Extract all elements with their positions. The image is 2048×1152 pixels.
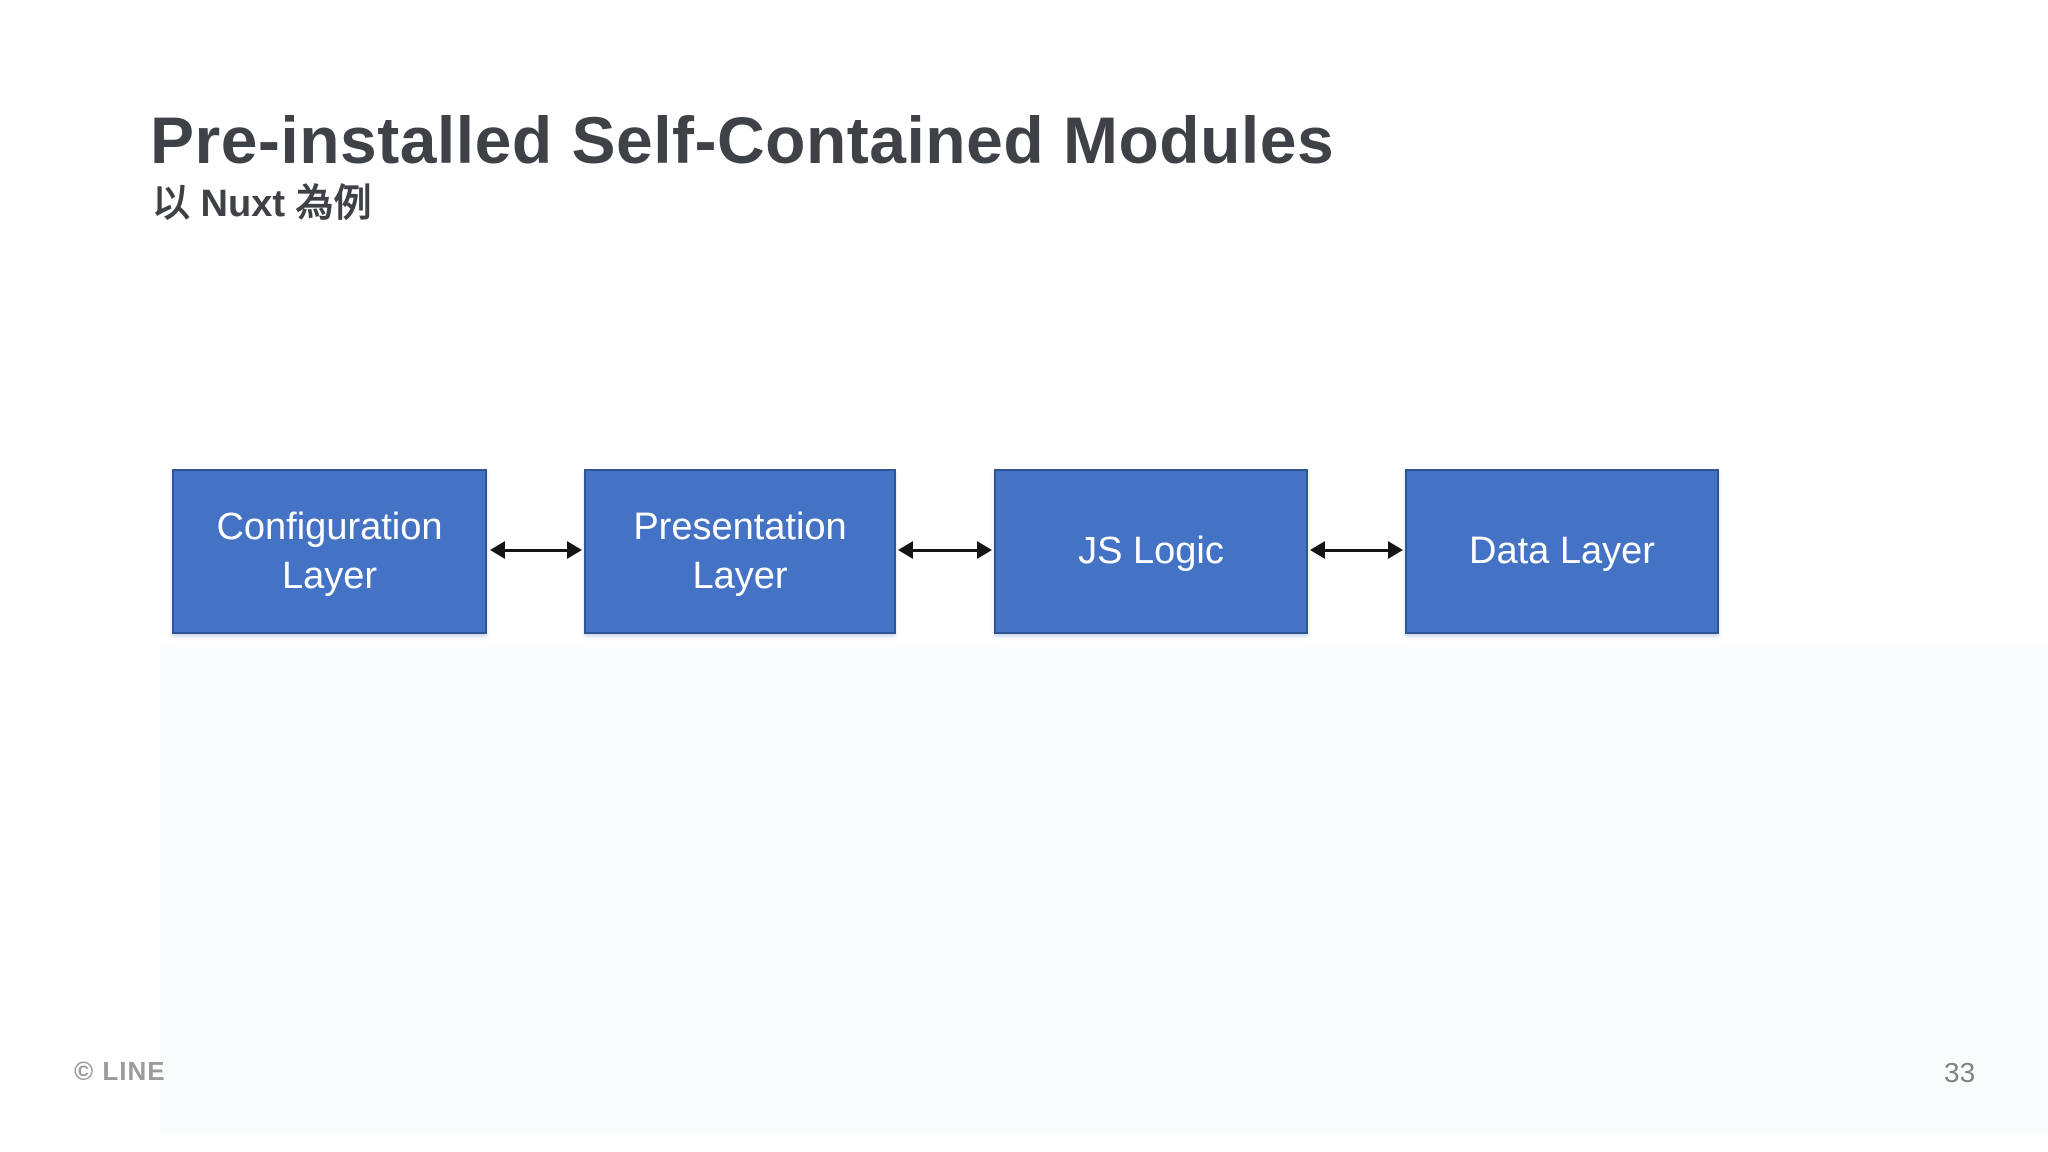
diagram-node-label: Data Layer — [1469, 530, 1655, 573]
background-panel — [160, 647, 2048, 1133]
diagram-node-configuration-layer: Configuration Layer — [172, 469, 487, 634]
arrowhead-right-icon — [567, 541, 582, 559]
diagram-node-label: Configuration Layer — [216, 505, 443, 597]
arrowhead-left-icon — [898, 541, 913, 559]
page-number: 33 — [1944, 1057, 1976, 1088]
diagram-node-js-logic: JS Logic — [994, 469, 1308, 634]
bidirectional-arrow-presentation-jslogic — [898, 539, 992, 561]
diagram-node-label: JS Logic — [1078, 530, 1224, 573]
arrow-line — [505, 548, 567, 552]
slide-subtitle: 以 Nuxt 為例 — [152, 183, 372, 225]
arrow-line — [1325, 548, 1388, 552]
arrowhead-left-icon — [1310, 541, 1325, 559]
diagram-node-presentation-layer: Presentation Layer — [584, 469, 896, 634]
slide-title: Pre-installed Self-Contained Modules — [150, 103, 1335, 177]
arrowhead-right-icon — [977, 541, 992, 559]
bidirectional-arrow-config-presentation — [490, 539, 582, 561]
arrowhead-right-icon — [1388, 541, 1403, 559]
arrowhead-left-icon — [490, 541, 505, 559]
line-logo: © LINE — [74, 1056, 166, 1086]
arrow-line — [913, 548, 977, 552]
diagram-node-data-layer: Data Layer — [1405, 469, 1719, 634]
bidirectional-arrow-jslogic-data — [1310, 539, 1403, 561]
diagram-node-label: Presentation Layer — [633, 505, 847, 597]
